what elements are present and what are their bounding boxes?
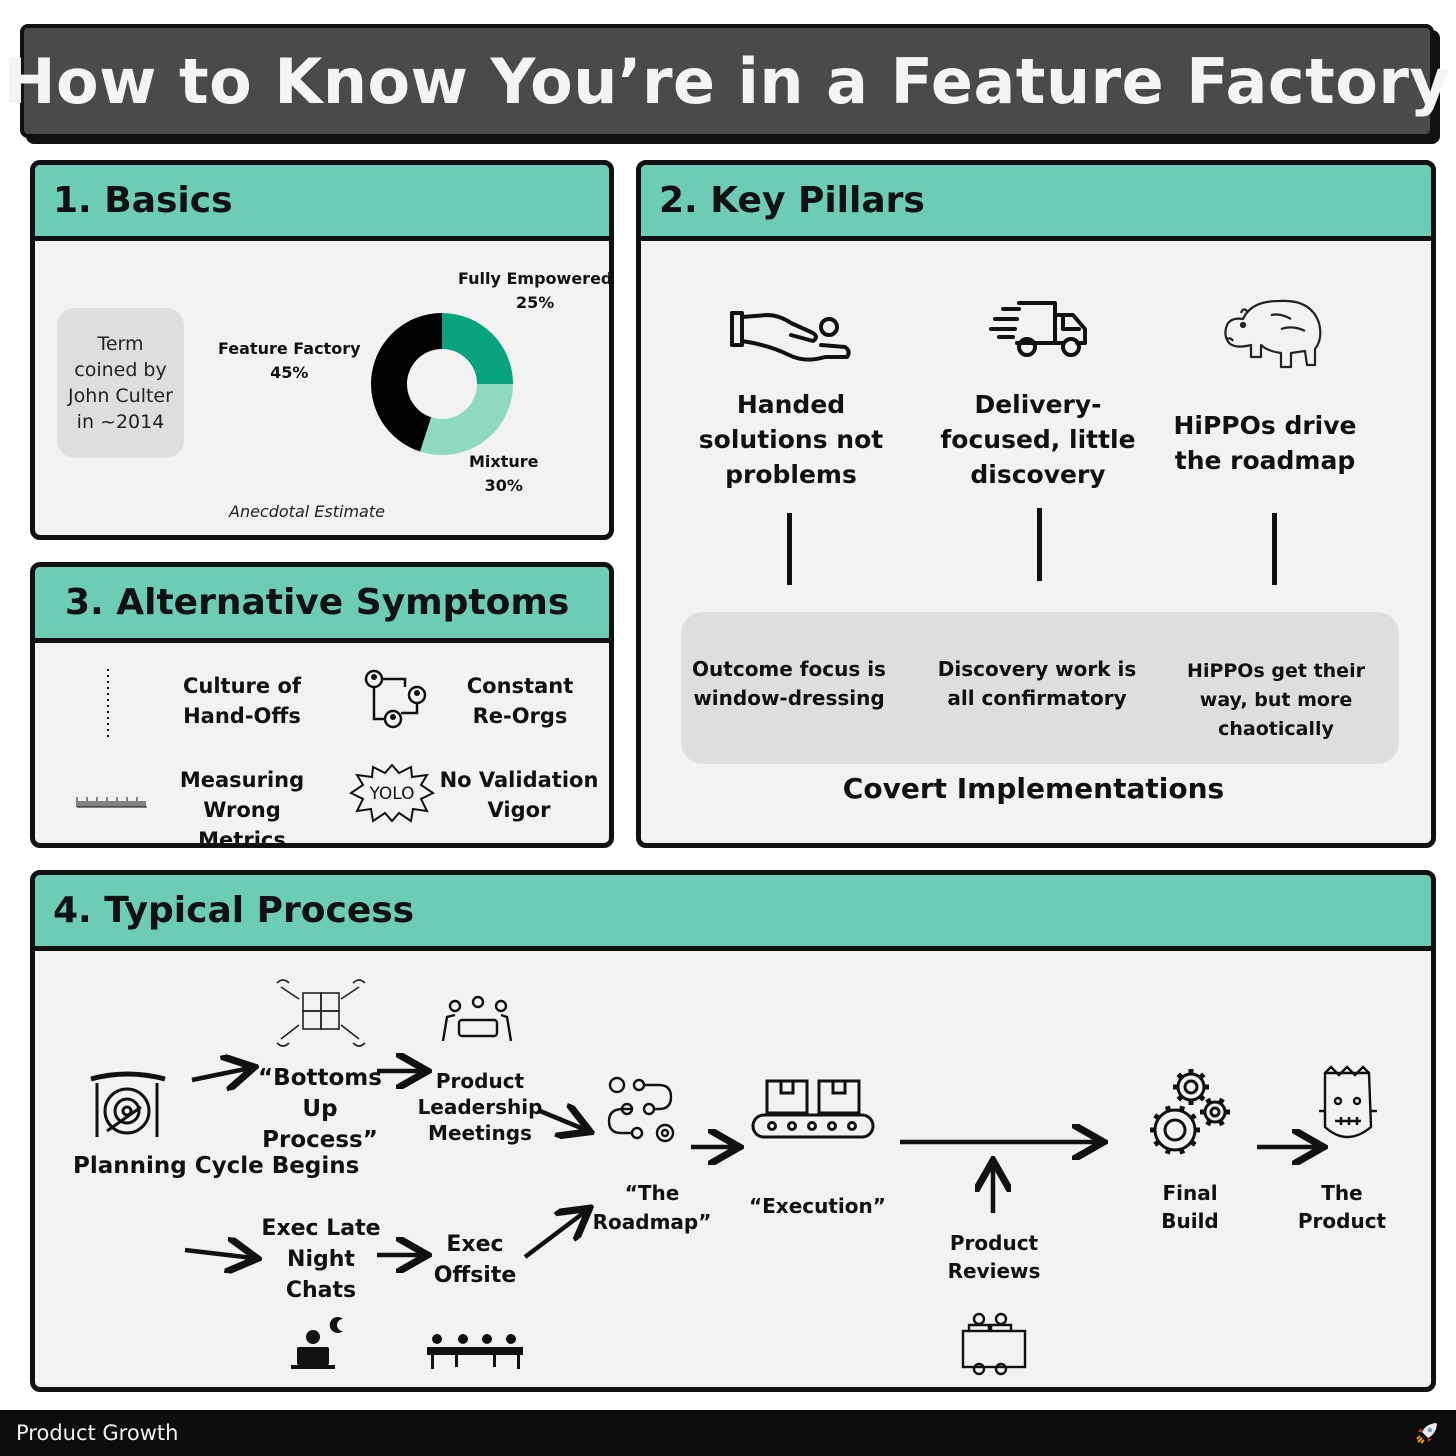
pillar-hippos: HiPPOs drive the roadmap [1173, 411, 1357, 475]
step-bottoms-up: “Bottoms Up Process” [258, 1065, 382, 1153]
covert-outcome: Outcome focus is window-dressing [692, 657, 886, 710]
symptoms-header: 3. Alternative Symptoms [35, 567, 609, 643]
step-reviews: Product Reviews [947, 1231, 1041, 1283]
symptom-hand-offs: Culture of Hand-Offs [182, 674, 302, 728]
symptom-wrong-metrics: Measuring Wrong Metrics [179, 768, 305, 848]
covert-hippos: HiPPOs get their way, but more chaotical… [1187, 660, 1365, 740]
basics-panel: 1. Basics Term coined by John Culter in … [30, 160, 614, 540]
covert-discovery: Discovery work is all confirmatory [937, 657, 1137, 710]
connector-line [1037, 508, 1042, 581]
step-planning: Planning Cycle Begins [73, 1153, 360, 1179]
process-heading: 4. Typical Process [53, 890, 415, 931]
basics-header: 1. Basics [35, 165, 609, 241]
gears-icon [1150, 1069, 1230, 1155]
laptop-night-icon [291, 1317, 343, 1369]
ruler-icon [76, 797, 147, 808]
page-title: How to Know You’re in a Feature Factory [3, 44, 1451, 118]
arrow [184, 1250, 253, 1258]
step-offsite: Exec Offsite [433, 1232, 517, 1288]
step-product: The Product [1297, 1181, 1387, 1233]
roadmap-icon [607, 1076, 675, 1143]
rocket-icon [1416, 1423, 1437, 1444]
yolo-burst-icon: YOLO [349, 763, 435, 823]
org-chart-icon [364, 669, 427, 729]
process-panel: 4. Typical Process [30, 870, 1436, 1392]
hand-icon [730, 311, 851, 362]
donut-chart [371, 313, 513, 455]
pillar-delivery-focused: Delivery-focused, little discovery [940, 390, 1136, 489]
term-note: Term coined by John Culter in ~2014 [57, 308, 184, 458]
delivery-truck-icon [989, 301, 1087, 357]
yolo-badge-text: YOLO [368, 784, 414, 804]
symptoms-panel: 3. Alternative Symptoms Culture of Hand-… [30, 562, 614, 848]
footer-bar: Product Growth [0, 1410, 1456, 1456]
step-roadmap: “The Roadmap” [592, 1181, 712, 1234]
step-late-night: Exec Late Night Chats [261, 1216, 381, 1303]
connector-line [787, 513, 792, 585]
step-execution: “Execution” [749, 1194, 886, 1218]
covert-label: Covert Implementations [842, 772, 1225, 805]
review-meeting-icon [961, 1312, 1027, 1376]
basics-heading: 1. Basics [53, 180, 233, 221]
dotted-line-icon [107, 669, 109, 737]
puzzle-hands-icon [276, 979, 366, 1047]
title-banner: How to Know You’re in a Feature Factory [4, 24, 1450, 138]
donut-slice-mixture [420, 384, 513, 455]
meeting-icon [441, 995, 513, 1042]
arrow [523, 1211, 586, 1259]
connector-line [1272, 513, 1277, 585]
anecdotal-caption: Anecdotal Estimate [229, 502, 385, 521]
hippo-icon [1224, 299, 1322, 369]
donut-slice-feature-factory [371, 313, 442, 452]
step-leadership: Product Leadership Meetings [417, 1069, 543, 1145]
donut-slice-fully-empowered [442, 313, 513, 384]
brand-name: Product Growth [16, 1421, 179, 1445]
process-flow-diagram [90, 979, 1377, 1376]
covert-box [681, 612, 1399, 764]
arrow [191, 1068, 250, 1080]
conveyor-icon [751, 1079, 875, 1139]
step-final-build: Final Build [1161, 1181, 1219, 1233]
pillar-handed-solutions: Handed solutions not problems [698, 390, 884, 489]
arrow [539, 1111, 586, 1130]
pillars-panel: 2. Key Pillars Handed so [636, 160, 1436, 848]
offsite-table-icon [427, 1334, 523, 1369]
process-header: 4. Typical Process [35, 875, 1431, 951]
frankenstein-icon [1319, 1065, 1377, 1139]
symptom-re-orgs: Constant Re-Orgs [466, 674, 574, 728]
symptom-validation: No Validation Vigor [439, 768, 599, 822]
symptoms-heading: 3. Alternative Symptoms [65, 582, 570, 623]
gong-icon [90, 1071, 166, 1137]
pillars-header: 2. Key Pillars [641, 165, 1431, 241]
pillars-heading: 2. Key Pillars [659, 180, 925, 221]
